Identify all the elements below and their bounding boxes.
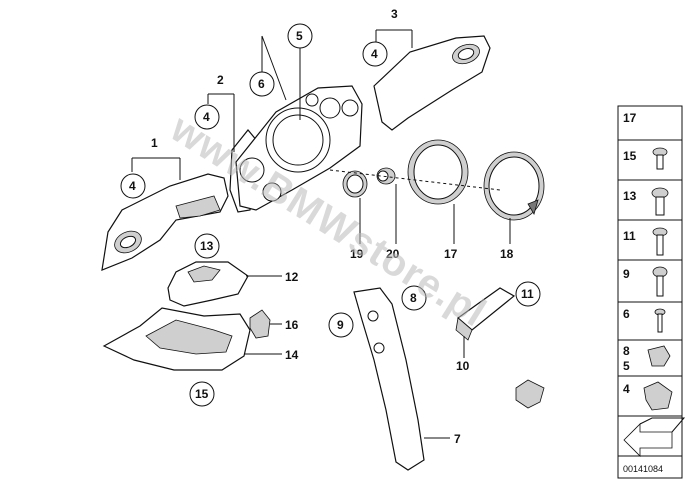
screw-11-icon (652, 227, 668, 256)
callout-circle-11 (515, 281, 541, 307)
callout-11: 11 (521, 287, 534, 301)
callout-12: 12 (285, 270, 299, 284)
part-1-left-trim (101, 173, 229, 271)
callout-labels: 1 2 3 4 4 4 5 6 7 8 9 10 11 12 13 14 15 … (120, 7, 541, 446)
callout-10: 10 (456, 359, 470, 373)
callout-7: 7 (454, 432, 461, 446)
screw-13-icon (651, 187, 669, 216)
part-19-small-ring (342, 170, 368, 198)
callout-17: 17 (444, 247, 458, 261)
side-item-4-label: 4 (623, 382, 630, 396)
part-3-right-trim (373, 35, 491, 131)
loose-clip (515, 379, 545, 409)
callout-circle-13 (194, 233, 220, 259)
clip-4-icon (643, 381, 673, 411)
callout-8: 8 (410, 291, 417, 305)
callout-circle-8 (401, 285, 427, 311)
side-item-8-label: 8 (623, 344, 630, 358)
diagram-id: 00141084 (623, 464, 663, 474)
screw-15-icon (652, 147, 668, 170)
callout-20: 20 (386, 247, 400, 261)
part-18-ring (483, 151, 545, 221)
side-item-9-label: 9 (623, 267, 630, 281)
callout-4a: 4 (129, 179, 136, 193)
clip-8-icon (647, 345, 671, 367)
callout-6: 6 (258, 77, 265, 91)
callout-4c: 4 (371, 47, 378, 61)
callout-circle-4b (194, 104, 220, 130)
callout-circle-4c (362, 41, 388, 67)
callout-13: 13 (200, 239, 214, 253)
side-item-5-label: 5 (623, 359, 630, 373)
screw-9-icon (652, 266, 668, 297)
callout-4b: 4 (203, 110, 210, 124)
part-12-upper-column-cover (167, 261, 249, 307)
callout-18: 18 (500, 247, 514, 261)
part-20-bushing (376, 167, 396, 185)
part-14-lower-column-cover (102, 307, 251, 371)
callout-2: 2 (217, 73, 224, 87)
callout-1: 1 (151, 136, 158, 150)
side-item-15-label: 15 (623, 149, 637, 163)
leader-lines (131, 29, 511, 439)
callout-19: 19 (350, 247, 364, 261)
callout-5: 5 (296, 29, 303, 43)
side-item-11-label: 11 (623, 229, 636, 243)
side-item-13-label: 13 (623, 189, 637, 203)
part-10-handle (455, 287, 516, 341)
callout-16: 16 (285, 318, 299, 332)
screw-6-icon (654, 308, 666, 333)
part-5-instrument-panel (235, 85, 363, 211)
callout-3: 3 (391, 7, 398, 21)
arrow-icon (623, 417, 686, 457)
callout-circle-9 (328, 312, 354, 338)
part-7-pillar-trim (353, 287, 425, 471)
callout-circle-4a (120, 173, 146, 199)
part-16-clip (249, 309, 271, 339)
callout-15: 15 (195, 387, 209, 401)
callout-circle-15 (189, 381, 215, 407)
part-17-ring (407, 139, 469, 205)
callout-14: 14 (285, 348, 299, 362)
callout-circle-5 (287, 23, 313, 49)
callout-9: 9 (337, 318, 344, 332)
callout-circle-6 (249, 71, 275, 97)
fastener-side-panel: 17 15 13 11 9 6 8 5 4 (617, 105, 686, 479)
side-item-17-label: 17 (623, 111, 637, 125)
side-item-6-label: 6 (623, 307, 630, 321)
